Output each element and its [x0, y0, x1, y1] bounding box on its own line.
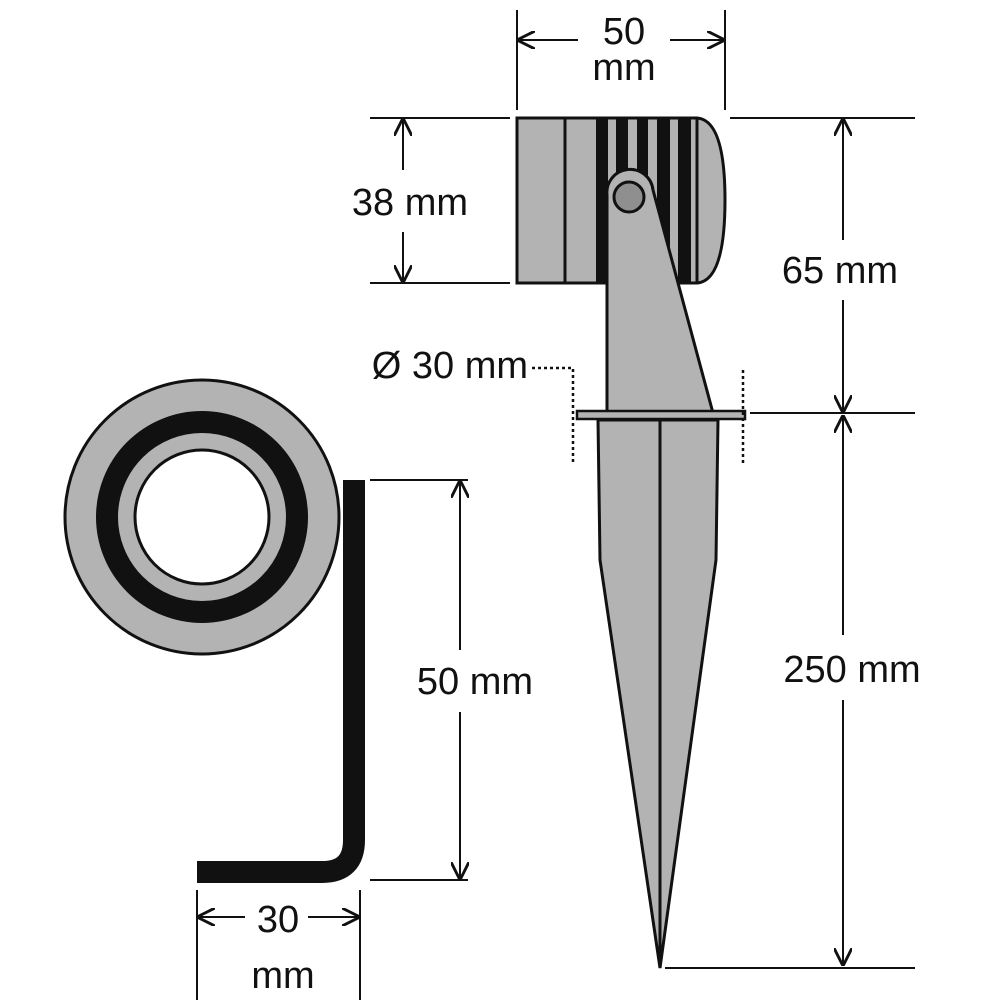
head-width-unit-label: mm [592, 47, 655, 89]
l-bracket [197, 480, 365, 883]
dimension-lines [196, 10, 915, 1000]
pivot [612, 180, 646, 214]
flange [575, 409, 747, 421]
ground-spike [596, 418, 720, 969]
bracket-width-unit-label: mm [251, 955, 314, 997]
lamp-arm [605, 167, 715, 415]
bracket-height-label: 50 mm [417, 661, 533, 703]
upper-height-label: 65 mm [782, 250, 898, 292]
bracket-width-label: 30 [257, 899, 299, 941]
spike-length-label: 250 mm [783, 649, 920, 691]
diameter-guides [532, 366, 745, 465]
ring-front-view [63, 378, 341, 656]
head-height-label: 38 mm [352, 182, 468, 224]
diameter-label: Ø 30 mm [372, 345, 528, 387]
head-width-label: 50 [603, 11, 645, 53]
